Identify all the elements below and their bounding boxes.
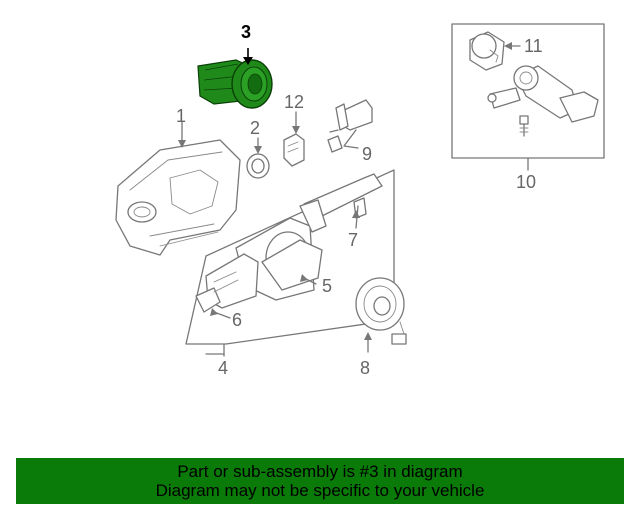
banner-line-1: Part or sub-assembly is #3 in diagram <box>177 462 463 481</box>
callout-12: 12 <box>284 92 304 112</box>
part-4-switch-assembly[interactable] <box>185 169 395 345</box>
part-11-key-cylinder[interactable] <box>469 31 521 71</box>
part-2-ring[interactable] <box>246 137 270 179</box>
callout-5: 5 <box>322 276 332 296</box>
callout-4: 4 <box>218 358 228 378</box>
parts-diagram: 1 2 3 4 5 6 7 8 9 10 11 12 <box>115 22 605 378</box>
callout-9: 9 <box>362 144 372 164</box>
callout-10: 10 <box>516 172 536 192</box>
part-12-clip[interactable] <box>283 111 305 167</box>
part-7-stalk[interactable] <box>299 173 383 233</box>
callout-7: 7 <box>348 230 358 250</box>
callout-1: 1 <box>176 106 186 126</box>
part-info-banner: Part or sub-assembly is #3 in diagram Di… <box>16 458 624 504</box>
callout-8: 8 <box>360 358 370 378</box>
part-1-column-cover[interactable] <box>115 121 241 256</box>
callout-3: 3 <box>241 22 251 42</box>
callout-2: 2 <box>250 118 260 138</box>
part-3-lock-cylinder[interactable] <box>197 48 273 109</box>
callout-6: 6 <box>232 310 242 330</box>
part-9-bracket[interactable] <box>327 99 373 153</box>
banner-line-2: Diagram may not be specific to your vehi… <box>155 481 485 500</box>
part-8-clock-spring[interactable] <box>355 277 407 353</box>
callout-11: 11 <box>524 36 543 56</box>
part-10-lock-housing-box[interactable] <box>451 23 605 171</box>
callout-leaders <box>205 274 317 357</box>
